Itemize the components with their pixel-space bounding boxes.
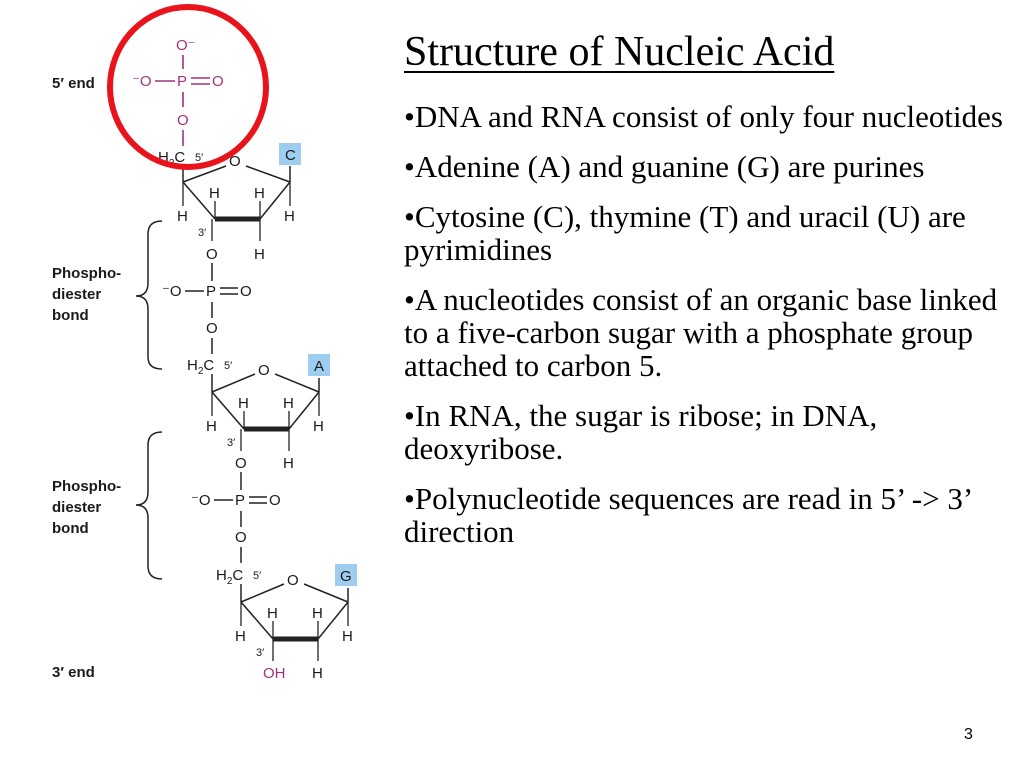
phosphodiester-label-line3: bond: [52, 520, 89, 537]
bullet-item: •A nucleotides consist of an organic bas…: [404, 282, 1005, 383]
ring-oxygen: O: [287, 572, 299, 589]
bullet-item: •DNA and RNA consist of only four nucleo…: [404, 99, 1003, 134]
slide-number: 3: [964, 726, 973, 743]
phosphodiester-brace-2: [135, 431, 163, 580]
phosphodiester-label-line2: diester: [52, 286, 101, 303]
base-letter-a: A: [314, 358, 324, 375]
bullet-list: •DNA and RNA consist of only four nucleo…: [404, 100, 1004, 565]
phosphodiester-brace-1: [135, 220, 163, 370]
five-prime-position: 5′: [253, 570, 261, 582]
phosphate-minus-o-left: ⁻O: [132, 73, 152, 90]
phosphate-bridge-2: O ⁻O P O O: [191, 455, 281, 563]
base-box: [335, 564, 357, 586]
base-box: [279, 143, 301, 165]
phosphate-o-minus-top: O⁻: [176, 37, 196, 54]
bridge-o-bottom: O: [235, 529, 247, 546]
three-prime-position: 3′: [198, 227, 206, 239]
bullet-item: •Polynucleotide sequences are read in 5’…: [404, 481, 979, 549]
slide-title: Structure of Nucleic Acid: [404, 29, 835, 75]
bridge-o-top: O: [235, 455, 247, 472]
hydrogen: H: [235, 628, 246, 645]
base-box: [308, 354, 330, 376]
nucleotide-1: H2C 5′ O C H H H H 3′ H: [158, 143, 301, 263]
phosphodiester-label-line3: bond: [52, 307, 89, 324]
hydrogen: H: [283, 455, 294, 472]
phosphodiester-label-line2: diester: [52, 499, 101, 516]
bridge-minus-o: ⁻O: [191, 492, 211, 509]
phosphodiester-bond-label-1: Phospho- diester bond: [52, 265, 121, 324]
bridge-minus-o: ⁻O: [162, 283, 182, 300]
bridge-p: P: [206, 283, 216, 300]
hydrogen: H: [313, 418, 324, 435]
bridge-o-top: O: [206, 246, 218, 263]
ring-oxygen: O: [258, 362, 270, 379]
phosphodiester-label-line1: Phospho-: [52, 478, 121, 495]
phosphodiester-bond-label-2: Phospho- diester bond: [52, 478, 121, 537]
five-prime-position: 5′: [195, 152, 203, 164]
three-prime-hydroxyl: OH: [263, 665, 286, 682]
bullet-item: •Cytosine (C), thymine (T) and uracil (U…: [404, 199, 990, 267]
hydrogen: H: [209, 185, 220, 202]
base-letter-g: G: [340, 568, 352, 585]
ch2-carbon: H2C: [216, 567, 243, 587]
bridge-o-double: O: [240, 283, 252, 300]
five-prime-end-label: 5′ end: [52, 75, 95, 92]
hydrogen: H: [238, 395, 249, 412]
hydrogen: H: [267, 605, 278, 622]
five-prime-position: 5′: [224, 360, 232, 372]
hydrogen: H: [177, 208, 188, 225]
phosphodiester-label-line1: Phospho-: [52, 265, 121, 282]
hydrogen: H: [342, 628, 353, 645]
phosphate-o-bridge: O: [177, 112, 189, 129]
hydrogen: H: [206, 418, 217, 435]
phosphate-bridge-1: O ⁻O P O O: [162, 246, 252, 354]
phosphate-highlight-circle: [107, 4, 269, 170]
phosphate-p: P: [177, 73, 187, 90]
base-letter-c: C: [285, 147, 296, 164]
bullet-item: •Adenine (A) and guanine (G) are purines: [404, 149, 925, 184]
bridge-o-double: O: [269, 492, 281, 509]
hydrogen: H: [254, 185, 265, 202]
nucleotide-2: H2C 5′ O A H H H H 3′ H: [187, 354, 330, 472]
ch2-carbon: H2C: [187, 357, 214, 377]
nucleotide-3: H2C 5′ O G H H H H 3′ H OH: [216, 564, 357, 682]
three-prime-position: 3′: [256, 647, 264, 659]
nucleic-acid-structure-diagram: 5′ end 3′ end Phospho- diester bond Phos…: [52, 4, 357, 682]
five-prime-phosphate: O⁻ ⁻O P O O: [132, 37, 224, 146]
ring-oxygen: O: [229, 153, 241, 170]
hydrogen: H: [283, 395, 294, 412]
hydrogen: H: [284, 208, 295, 225]
bridge-o-bottom: O: [206, 320, 218, 337]
hydrogen: H: [254, 246, 265, 263]
three-prime-end-label: 3′ end: [52, 664, 95, 681]
phosphate-o-double: O: [212, 73, 224, 90]
bullet-item: •In RNA, the sugar is ribose; in DNA, de…: [404, 398, 885, 466]
three-prime-position: 3′: [227, 437, 235, 449]
bridge-p: P: [235, 492, 245, 509]
hydrogen: H: [312, 605, 323, 622]
hydrogen: H: [312, 665, 323, 682]
